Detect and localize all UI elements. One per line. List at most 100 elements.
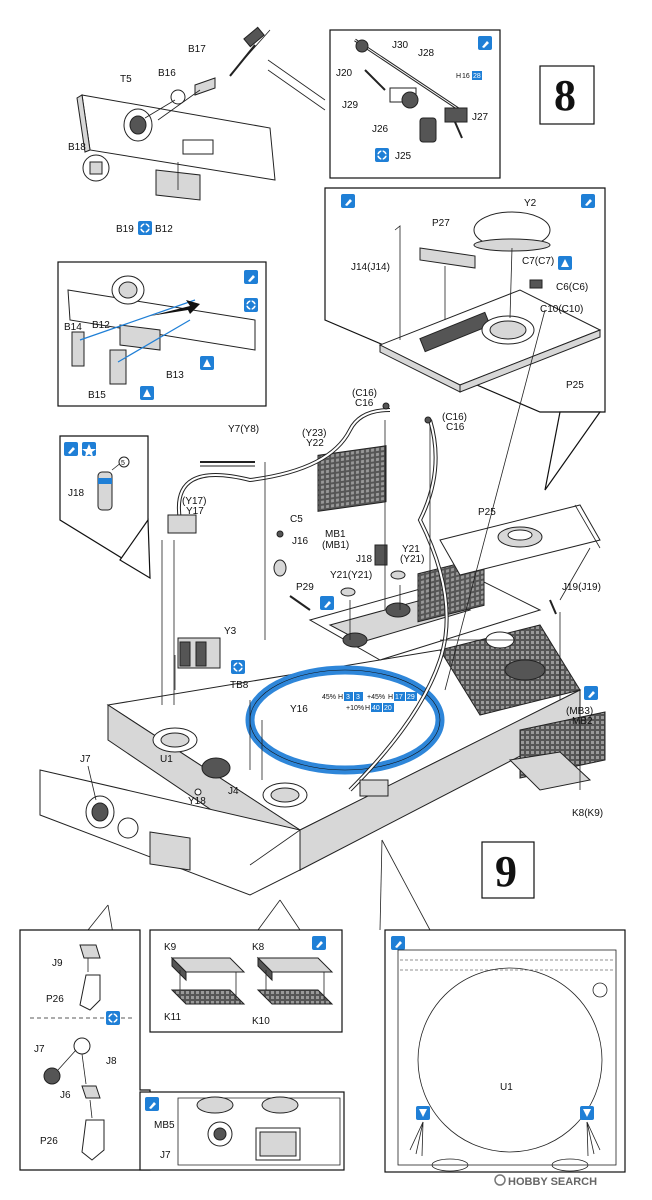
label-c10: C10(C10) — [540, 304, 583, 315]
label-j20: J20 — [336, 68, 353, 79]
mix1-h2: H — [388, 694, 393, 701]
glue-icon — [105, 1010, 121, 1026]
star-icon — [82, 444, 96, 457]
mix2-pct: +10% — [346, 705, 364, 712]
mix1-plus: +45% — [367, 694, 385, 701]
label-c6: C6(C6) — [556, 282, 588, 293]
label-y17: Y17 — [186, 506, 204, 517]
label-j27: J27 — [472, 112, 489, 123]
label-p26: P26 — [46, 994, 64, 1005]
paint-icon — [391, 936, 405, 950]
label-p25b: P25 — [478, 507, 496, 518]
step-8-number: 8 — [554, 71, 576, 120]
label-j29: J29 — [342, 100, 359, 111]
step-8-box — [539, 65, 595, 125]
label-c16a: C16 — [355, 398, 374, 409]
label-j25: J25 — [395, 151, 412, 162]
label-t5: T5 — [120, 74, 132, 85]
label-tb8: TB8 — [230, 680, 249, 691]
mix2-e: 40 — [372, 705, 380, 712]
label-y2: Y2 — [524, 198, 537, 209]
glue-icon — [230, 659, 246, 675]
mix1-pct: 45% — [322, 694, 336, 701]
mix1-h: H — [338, 694, 343, 701]
inset-j-parts — [19, 929, 151, 1171]
decal-icon — [558, 256, 572, 270]
label-c7: C7(C7) — [522, 256, 554, 267]
step-9-box — [481, 841, 535, 899]
label-j7b: J7 — [34, 1044, 45, 1055]
step8-gun-inset — [329, 29, 501, 179]
inset-k-parts — [149, 929, 343, 1033]
label-j19: J19(J19) — [562, 582, 601, 593]
mix2-h: H — [365, 705, 370, 712]
label-b12b: B12 — [92, 320, 110, 331]
label-y21-top: Y21 — [402, 544, 420, 555]
label-mb1: (MB1) — [322, 540, 349, 551]
label-k11: K11 — [164, 1012, 181, 1023]
label-b18: B18 — [68, 142, 86, 153]
label-j7: J7 — [80, 754, 91, 765]
label-j4: J4 — [228, 786, 239, 797]
mix1-c: 17 — [395, 694, 403, 701]
paint-code-h: H — [456, 73, 461, 80]
label-j18: J18 — [68, 488, 85, 499]
label-mb1-top: MB1 — [325, 529, 346, 540]
glue-icon — [137, 220, 153, 236]
label-b16: B16 — [158, 68, 176, 79]
label-b19: B19 — [116, 224, 134, 235]
label-y21b: (Y21) — [400, 554, 424, 565]
label-b14: B14 — [64, 322, 82, 333]
label-y21c: Y21(Y21) — [330, 570, 372, 581]
label-y23-top: (Y23) — [302, 428, 326, 439]
decal-icon — [140, 386, 154, 400]
label-y17-top: (Y17) — [182, 496, 206, 507]
mix1-b: 3 — [356, 694, 360, 701]
label-y16: Y16 — [290, 704, 308, 715]
watermark-text: HOBBY SEARCH — [508, 1176, 597, 1188]
glue-icon — [374, 147, 390, 163]
paint-code-16: 16 — [462, 73, 470, 80]
label-mb3: (MB3) — [566, 706, 593, 717]
paint-icon — [581, 194, 595, 208]
paint-icon — [244, 270, 258, 284]
mix1-d: 29 — [407, 694, 415, 701]
step9-engine-deck — [308, 445, 606, 791]
step-9-number: 9 — [495, 847, 517, 896]
label-j16: J16 — [292, 536, 309, 547]
paint-icon — [478, 36, 492, 50]
label-j28: J28 — [418, 48, 435, 59]
label-p27: P27 — [432, 218, 450, 229]
label-five: 5 — [121, 460, 125, 467]
label-y18: Y18 — [188, 796, 206, 807]
label-p26b: P26 — [40, 1136, 58, 1147]
step8-bracket-inset — [57, 261, 267, 407]
label-j9: J9 — [52, 958, 63, 969]
label-y22: Y22 — [306, 438, 324, 449]
step9-main-hull — [39, 637, 582, 896]
label-mb5: MB5 — [154, 1120, 175, 1131]
decal-icon — [200, 356, 214, 370]
paint-mix-readout: 45% H 3 3 +45% H 17 29 +10% H 40 20 — [322, 692, 417, 712]
label-j8: J8 — [106, 1056, 117, 1067]
label-j14: J14(J14) — [351, 262, 390, 273]
glue-icon — [243, 297, 259, 313]
label-k9: K9 — [164, 942, 177, 953]
label-b17: B17 — [188, 44, 206, 55]
paint-icon — [312, 936, 326, 950]
label-u1b: U1 — [500, 1082, 513, 1093]
step8-hatch-inset — [324, 187, 606, 413]
hobby-search-watermark: HOBBY SEARCH — [494, 1174, 597, 1188]
label-c16a-top: (C16) — [352, 388, 377, 399]
paint-icon — [145, 1097, 159, 1111]
paint-icon — [341, 194, 355, 208]
label-u1: U1 — [160, 754, 173, 765]
label-k8: K8 — [252, 942, 265, 953]
label-c5: C5 — [290, 514, 303, 525]
paint-icon — [64, 442, 78, 456]
label-b13: B13 — [166, 370, 184, 381]
label-k8k9: K8(K9) — [572, 808, 603, 819]
label-j7c: J7 — [160, 1150, 171, 1161]
label-b12: B12 — [155, 224, 173, 235]
